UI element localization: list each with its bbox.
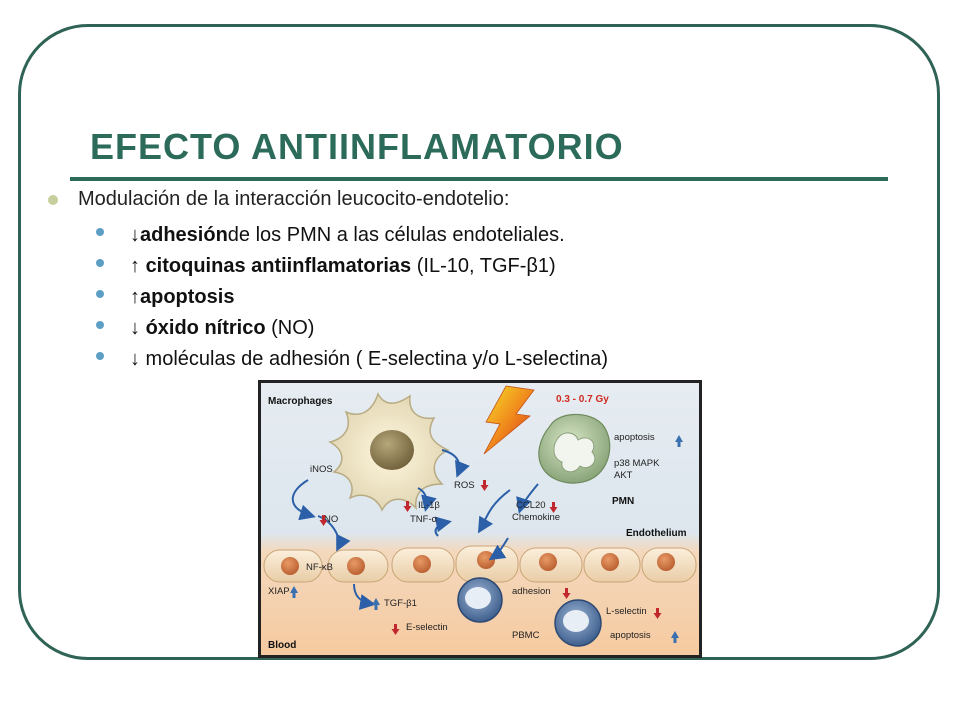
label-apoptosis-pbmc: apoptosis [610, 630, 651, 641]
title-underline [70, 177, 888, 181]
endothelial-nucleus [413, 555, 431, 573]
sub-bullet-adhesion-molecules: ↓ moléculas de adhesión ( E-selectina y/… [96, 344, 608, 375]
sub-bullet-dot [96, 227, 104, 236]
main-bullet-dot [48, 194, 58, 205]
label-l-selectin: L-selectin [606, 606, 647, 617]
flow-arrow [434, 516, 452, 537]
label-apoptosis-pmn: apoptosis [614, 432, 655, 443]
flow-arrow [353, 583, 376, 610]
flow-arrow [477, 489, 511, 534]
label-tnfa: TNF-α [410, 514, 438, 525]
sub-bullet-nitric-oxide: ↓ óxido nítrico (NO) [96, 313, 608, 344]
indicator-arrows [290, 435, 683, 643]
pmn-nucleus [553, 432, 596, 473]
label-xiap: XIAP [268, 586, 290, 597]
down-arrow-icon [653, 608, 662, 619]
mechanism-diagram: Macrophages 0.3 - 0.7 Gy iNOS ROS apopto… [258, 380, 702, 658]
down-arrow-icon [319, 515, 328, 526]
endothelial-nucleus [347, 557, 365, 575]
sub-bullet-adhesion: ↓adhesión de los PMN a las células endot… [96, 220, 608, 251]
label-e-selectin: E-selectin [406, 622, 448, 633]
lightning-bolt-icon [483, 385, 535, 455]
up-arrow-icon [675, 435, 683, 447]
endothelial-nucleus [601, 553, 619, 571]
label-endothelium: Endothelium [626, 528, 687, 539]
up-arrow-icon [671, 631, 679, 643]
flow-arrow [516, 483, 539, 514]
down-arrow-icon [562, 588, 571, 599]
pbmc-nucleus [563, 610, 589, 632]
sub-bullet-dot [96, 320, 104, 329]
label-p38-mapk: p38 MAPK [614, 458, 660, 469]
flow-arrow [441, 449, 470, 478]
sub-bullet-apoptosis: ↑apoptosis [96, 282, 608, 313]
up-arrow-icon [290, 586, 298, 598]
mechanism-diagram-svg: Macrophages 0.3 - 0.7 Gy iNOS ROS apopto… [258, 380, 702, 658]
label-inos: iNOS [310, 464, 333, 475]
sub-bullet-dot [96, 289, 104, 298]
flow-arrow [417, 487, 437, 512]
pbmc-nucleus [465, 587, 491, 609]
label-il1b: IL-1β [418, 500, 440, 511]
down-arrow-icon [403, 501, 412, 512]
endothelium-layer [263, 545, 697, 583]
flow-arrow [317, 515, 351, 552]
label-chemokine: Chemokine [512, 512, 560, 523]
up-arrow-icon [372, 598, 380, 610]
main-bullet-text: Modulación de la interacción leucocito-e… [78, 188, 510, 210]
flow-arrow [488, 537, 509, 561]
slide-frame [18, 24, 940, 660]
label-macrophages: Macrophages [268, 396, 333, 407]
label-dose: 0.3 - 0.7 Gy [556, 394, 609, 405]
sub-bullet-dot [96, 258, 104, 267]
label-blood: Blood [268, 640, 296, 651]
sub-bullet-dot [96, 351, 104, 360]
sub-bullet-list: ↓adhesión de los PMN a las células endot… [96, 220, 608, 375]
down-arrow-icon [549, 502, 558, 513]
label-akt: AKT [614, 470, 633, 481]
main-bullet: Modulación de la interacción leucocito-e… [48, 188, 509, 211]
down-arrow-icon [480, 480, 489, 491]
label-pbmc: PBMC [512, 630, 540, 641]
label-ros: ROS [454, 480, 475, 491]
flow-arrow [291, 479, 316, 521]
endothelial-nucleus [539, 553, 557, 571]
label-ccl20: CCL20 [516, 500, 546, 511]
sub-bullet-cytokines: ↑ citoquinas antiinflamatorias (IL-10, T… [96, 251, 608, 282]
label-pmn: PMN [612, 496, 634, 507]
endothelial-nucleus [477, 551, 495, 569]
label-tgfb1: TGF-β1 [384, 598, 417, 609]
label-adhesion: adhesion [512, 586, 551, 597]
endothelial-nucleus [281, 557, 299, 575]
macrophage-nucleus [370, 430, 414, 470]
down-arrow-icon [391, 624, 400, 635]
slide-title: EFECTO ANTIINFLAMATORIO [90, 126, 624, 167]
endothelial-nucleus [657, 553, 675, 571]
label-no: NO [324, 514, 338, 525]
label-nfkb: NF-κB [306, 562, 333, 573]
